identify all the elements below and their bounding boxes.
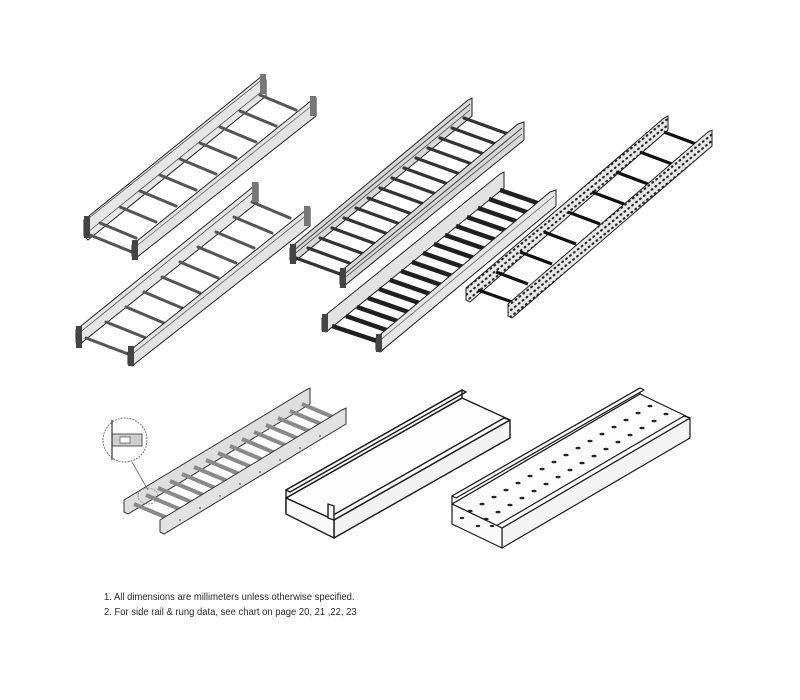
note-dimensions: 1. All dimensions are millimeters unless…: [104, 591, 355, 603]
note-side-rail-reference: 2. For side rail & rung data, see chart …: [104, 606, 357, 618]
notes-section: 1. All dimensions are millimeters unless…: [104, 590, 357, 620]
perforation-holes: [459, 404, 669, 528]
